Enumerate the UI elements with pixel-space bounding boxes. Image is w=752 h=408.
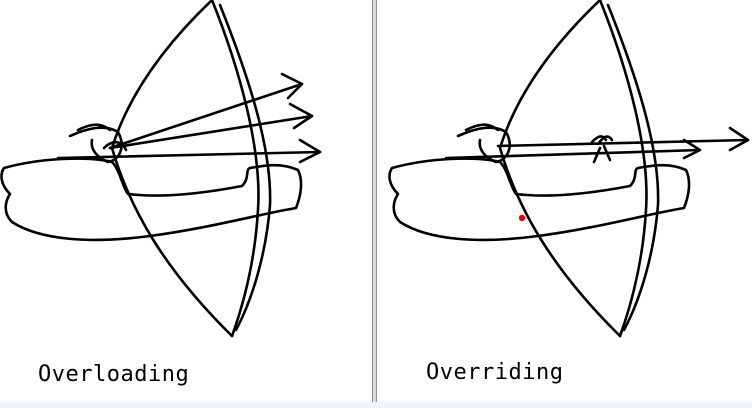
bow-three-arrows-drawing <box>0 0 322 338</box>
bow-string <box>110 0 234 338</box>
bow-string <box>498 0 622 338</box>
overriding-panel: Overriding <box>378 0 752 402</box>
drawing-hand <box>456 126 511 164</box>
red-dot-marker <box>518 214 526 222</box>
bow-single-arrow-drawing <box>388 0 750 338</box>
archer-arm <box>0 157 303 242</box>
bow-limb-inner <box>218 3 272 332</box>
arrow-new <box>496 138 750 148</box>
panel-divider <box>371 0 378 402</box>
overloading-caption: Overloading <box>38 362 190 387</box>
bow-limb-inner <box>606 3 660 332</box>
arrow-upper <box>108 82 304 150</box>
overloading-panel: Overloading <box>0 0 371 402</box>
arrow-straight <box>56 150 322 160</box>
drawing-hand <box>68 126 123 164</box>
overriding-caption: Overriding <box>426 360 564 385</box>
arrow-middle <box>108 114 314 150</box>
archer-arm <box>388 157 691 242</box>
bottom-strip <box>0 402 752 408</box>
bow-limb-outer <box>210 0 260 338</box>
arrow-old <box>444 148 702 160</box>
bow-limb-outer <box>598 0 648 338</box>
